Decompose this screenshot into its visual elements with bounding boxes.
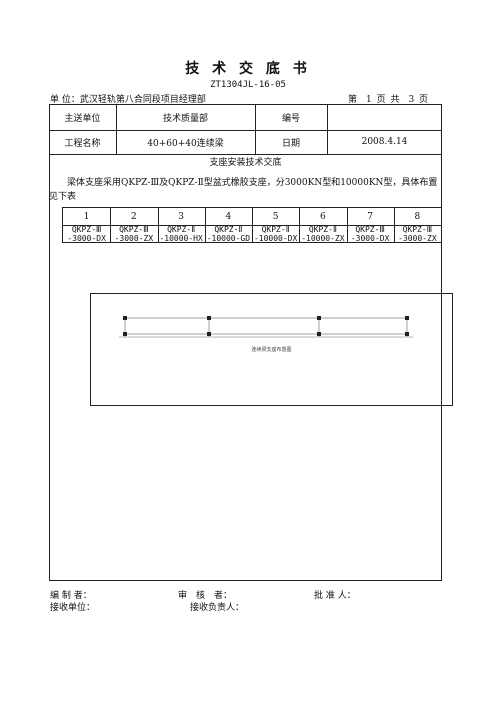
label-date: 日期 bbox=[281, 138, 300, 149]
col-divider bbox=[116, 104, 117, 155]
bearing-marker bbox=[405, 332, 409, 336]
bearing-marker bbox=[207, 316, 211, 320]
receiving-person-label: 接收负责人： bbox=[190, 603, 245, 613]
col-divider bbox=[299, 208, 301, 242]
bearing-value-cell: QKPZ-Ⅱ-10000-ZX bbox=[299, 225, 346, 244]
col-divider bbox=[327, 104, 328, 155]
row-divider bbox=[49, 130, 442, 131]
bearing-header-cell: 7 bbox=[367, 211, 373, 222]
bearing-value-cell: QKPZ-Ⅱ-10000-GD bbox=[205, 225, 252, 244]
bearing-value-cell: QKPZ-Ⅲ-3000-DX bbox=[63, 225, 110, 244]
bearing-header-cell: 6 bbox=[320, 211, 326, 222]
value-project-name: 40+60+40连续梁 bbox=[147, 138, 224, 149]
bearing-header-cell: 3 bbox=[178, 211, 184, 222]
label-recipient-unit: 主送单位 bbox=[64, 113, 101, 124]
diagram-caption: 连续梁支座布置图 bbox=[251, 347, 292, 353]
bearing-header-cell: 5 bbox=[272, 211, 279, 222]
document-frame bbox=[49, 104, 442, 581]
bearing-marker bbox=[317, 316, 321, 320]
bearing-type: QKPZ-Ⅲ bbox=[355, 225, 385, 234]
bearing-layout-svg bbox=[119, 316, 413, 338]
col-divider bbox=[252, 208, 253, 242]
page-info: 第 1 页 共 3 页 bbox=[348, 95, 429, 105]
col-divider bbox=[346, 208, 348, 242]
bearing-marker bbox=[405, 316, 409, 320]
bearing-marker bbox=[123, 332, 127, 336]
section-title: 支座安装技术交底 bbox=[209, 158, 282, 168]
label-number: 编号 bbox=[281, 113, 300, 124]
bearing-header-cell: 1 bbox=[83, 211, 90, 222]
bearing-header-cell: 8 bbox=[414, 211, 421, 222]
bearing-spec: -3000-DX bbox=[67, 234, 106, 243]
row-divider bbox=[49, 154, 442, 155]
bearing-spec: -10000-GD bbox=[206, 234, 251, 243]
reviewer-label: 审 核 者： bbox=[178, 591, 233, 601]
bearing-spec: -10000-ZX bbox=[301, 234, 345, 243]
bearing-type: QKPZ-Ⅱ bbox=[167, 225, 196, 234]
bearing-spec: -10000-DX bbox=[253, 234, 298, 243]
col-divider bbox=[110, 208, 112, 242]
value-recipient-unit: 技术质量部 bbox=[162, 113, 208, 124]
bearing-spec: -10000-HX bbox=[159, 234, 203, 243]
bearing-value-cell: QKPZ-Ⅱ-10000-HX bbox=[158, 225, 205, 244]
bearing-type: QKPZ-Ⅱ bbox=[214, 225, 243, 234]
col-divider bbox=[204, 208, 206, 242]
editor-label: 编 制 者： bbox=[50, 591, 92, 601]
document-code: ZT1304JL-16-05 bbox=[210, 80, 286, 90]
bearing-type: QKPZ-Ⅱ bbox=[308, 225, 337, 234]
bearing-value-cell: QKPZ-Ⅱ-10000-DX bbox=[252, 225, 299, 244]
bearing-type: QKPZ-Ⅲ bbox=[119, 225, 149, 234]
bearing-value-cell: QKPZ-Ⅲ-3000-ZX bbox=[110, 225, 157, 244]
col-divider bbox=[157, 208, 159, 242]
col-divider bbox=[255, 104, 256, 155]
document-title: 技 术 交 底 书 bbox=[185, 61, 311, 77]
value-number bbox=[327, 104, 442, 130]
bearing-spec: -3000-ZX bbox=[398, 234, 437, 243]
issuing-unit: 单 位：武汉轻轨第八合同段项目经理部 bbox=[50, 95, 206, 105]
bearing-value-cell: QKPZ-Ⅲ-3000-ZX bbox=[394, 225, 441, 244]
bearing-header-cell: 4 bbox=[225, 211, 232, 222]
bearing-marker bbox=[207, 332, 211, 336]
col-divider bbox=[393, 208, 395, 242]
value-date: 2008.4.14 bbox=[361, 137, 408, 147]
approver-label: 批 准 人： bbox=[314, 591, 356, 601]
bearing-type: QKPZ-Ⅱ bbox=[261, 225, 290, 234]
bearing-header-cell: 2 bbox=[131, 211, 137, 222]
section-paragraph: 梁体支座采用QKPZ-Ⅲ及QKPZ-Ⅱ型盆式橡胶支座，分3000KN型和1000… bbox=[49, 178, 438, 202]
bearing-type: QKPZ-Ⅲ bbox=[402, 225, 433, 234]
receiving-unit-label: 接收单位： bbox=[50, 603, 96, 613]
bearing-spec: -3000-ZX bbox=[114, 234, 154, 243]
bearing-marker bbox=[123, 316, 127, 320]
bearing-layout-diagram: 连续梁支座布置图 bbox=[90, 293, 453, 406]
bearing-type: QKPZ-Ⅲ bbox=[71, 225, 102, 234]
bearing-spec: -3000-DX bbox=[350, 234, 390, 243]
label-project-name: 工程名称 bbox=[64, 138, 101, 149]
bearing-marker bbox=[317, 332, 321, 336]
bearing-value-cell: QKPZ-Ⅲ-3000-DX bbox=[347, 225, 394, 244]
